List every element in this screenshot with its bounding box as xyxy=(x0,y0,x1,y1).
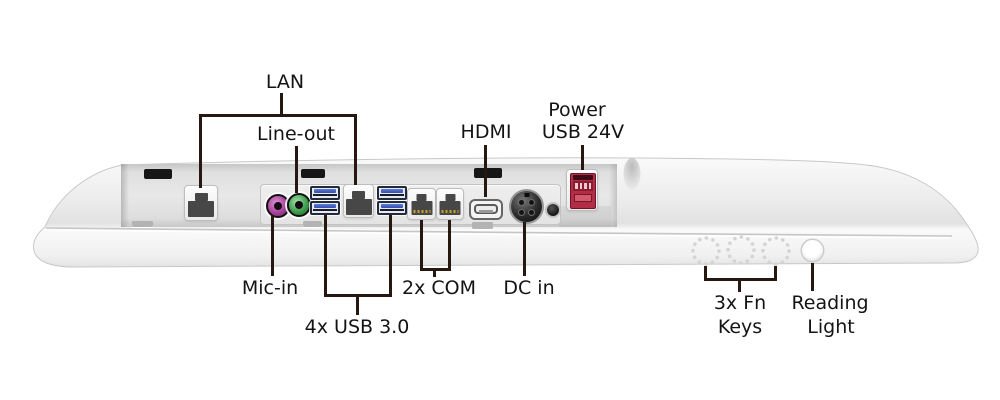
com-callout-right xyxy=(448,220,451,271)
com-port-2-icon xyxy=(439,194,461,215)
label-reading-line1: Reading xyxy=(791,292,869,314)
line-out-jack-icon xyxy=(287,193,311,217)
recess-left-wall xyxy=(121,164,129,227)
usb-callout-right xyxy=(389,215,392,297)
vent-slot-icon xyxy=(301,169,325,178)
label-dc-in: DC in xyxy=(503,277,555,299)
mic-in-callout xyxy=(271,215,274,276)
front-lip-ridge xyxy=(45,227,953,237)
com-port-2 xyxy=(436,188,464,220)
reading-light-callout xyxy=(811,263,814,291)
lan-callout-stub xyxy=(280,93,283,117)
label-reading-line2: Light xyxy=(807,316,855,338)
dc-in-callout xyxy=(523,222,526,276)
lan-callout-bar xyxy=(199,114,357,117)
hdmi-callout xyxy=(484,145,487,197)
line-out-callout xyxy=(295,146,298,193)
vent-slot-icon xyxy=(474,168,502,178)
power-callout xyxy=(581,145,584,170)
lan-port-2-icon xyxy=(345,191,372,215)
com-port-1 xyxy=(407,188,436,220)
label-com: 2x COM xyxy=(402,277,476,299)
power-recess-shadow xyxy=(559,206,611,227)
fn-key-3-dots xyxy=(761,236,791,266)
usb3-port-icon xyxy=(377,201,407,215)
label-power-line2: USB 24V xyxy=(541,121,625,143)
label-hdmi: HDMI xyxy=(460,121,512,143)
usb-callout-stub xyxy=(356,294,359,315)
label-power-line1: Power xyxy=(548,99,606,121)
label-fn-line1: 3x Fn xyxy=(713,292,767,314)
fn-key-2-dots xyxy=(726,235,756,265)
lan-callout-left xyxy=(199,114,202,188)
hdmi-port-icon xyxy=(469,199,503,220)
reading-light-icon xyxy=(802,240,823,261)
usb-callout-left xyxy=(324,215,327,297)
com-callout-stub xyxy=(433,268,436,277)
label-fn-line2: Keys xyxy=(717,316,763,338)
fn-callout-stub xyxy=(738,278,741,292)
power-usb-24v-port xyxy=(566,169,598,211)
power-usb-24v-icon xyxy=(570,173,596,209)
fn-callout-right xyxy=(774,266,777,281)
label-lan: LAN xyxy=(265,71,305,93)
usb3-port-icon xyxy=(377,186,407,200)
front-lip-highlight xyxy=(45,229,951,239)
lan-port-1-icon xyxy=(188,193,214,217)
fn-key-1-dots xyxy=(691,236,721,266)
vent-slot-icon xyxy=(144,169,172,179)
com-callout-left xyxy=(420,220,423,271)
lan-port-2 xyxy=(343,184,374,218)
label-usb3: 4x USB 3.0 xyxy=(304,316,410,338)
com-port-1-icon xyxy=(411,194,432,215)
reset-button-icon xyxy=(547,204,559,216)
usb3-port-icon xyxy=(310,201,340,215)
fn-callout-left xyxy=(704,266,707,281)
lan-port-1 xyxy=(184,185,218,221)
stand-notch xyxy=(623,158,641,190)
label-line-out: Line-out xyxy=(257,123,335,145)
label-mic-in: Mic-in xyxy=(241,277,299,299)
lip-slot-icon xyxy=(472,222,493,229)
lan-callout-right xyxy=(354,114,357,185)
fn-keys-dots xyxy=(691,235,791,266)
recess-top-shadow xyxy=(121,164,617,172)
dc-in-jack-icon xyxy=(511,191,542,222)
lip-slot-icon xyxy=(303,221,322,227)
usb3-port-icon xyxy=(310,186,340,200)
lip-slot-icon xyxy=(132,221,153,227)
recess-right-wall xyxy=(609,164,617,227)
